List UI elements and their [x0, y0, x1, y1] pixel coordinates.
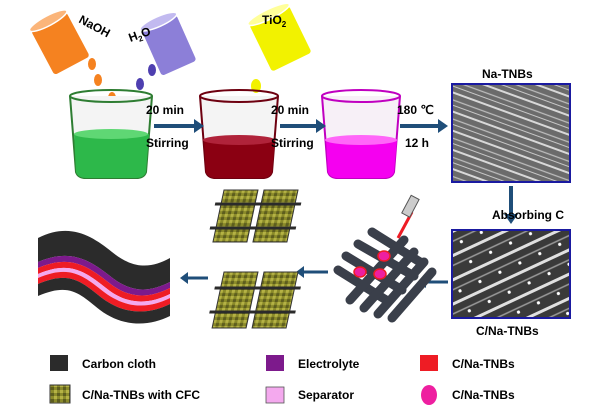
absorb-label: Absorbing C	[492, 208, 564, 222]
tio2-label: TiO2	[262, 13, 287, 29]
arrow-to-cfc	[296, 266, 328, 278]
step2-time: 20 min	[271, 103, 309, 117]
svg-text:Electrolyte: Electrolyte	[298, 357, 360, 371]
step3-temp: 180 ℃	[397, 103, 434, 117]
cfc-stack-bottom	[209, 271, 301, 329]
flexible-device	[38, 230, 170, 324]
svg-text:Separator: Separator	[298, 388, 354, 402]
arrow-to-device	[180, 272, 208, 284]
na-tnbs-sem-image	[451, 83, 571, 183]
c-na-tnbs-title: C/Na-TNBs	[476, 324, 539, 338]
arrow-step-2: 20 min Stirring	[271, 103, 326, 150]
step1-time: 20 min	[146, 103, 184, 117]
cfc-stack-top	[209, 189, 302, 243]
naoh-label: NaOH	[77, 12, 113, 40]
legend-carbon-cloth: Carbon cloth	[50, 355, 156, 371]
beaker-3	[321, 89, 401, 179]
step1-action: Stirring	[146, 136, 189, 150]
arrow-step-3: 180 ℃ 12 h	[397, 103, 448, 150]
legend-c-na-tnbs-pink: C/Na-TNBs	[421, 385, 515, 405]
svg-text:C/Na-TNBs: C/Na-TNBs	[452, 388, 515, 402]
legend-c-na-tnbs-red: C/Na-TNBs	[420, 355, 515, 371]
c-na-tnbs-sem-image	[451, 229, 571, 319]
legend-separator: Separator	[265, 386, 354, 404]
legend-cfc: C/Na-TNBs with CFC	[49, 384, 200, 404]
na-tnbs-title: Na-TNBs	[482, 67, 533, 81]
legend: Carbon cloth Electrolyte C/Na-TNBs C/Na-…	[49, 355, 515, 405]
beaker-1	[69, 89, 153, 179]
carbon-cloth-weave	[333, 227, 437, 323]
svg-text:C/Na-TNBs with CFC: C/Na-TNBs with CFC	[82, 388, 200, 402]
arrow-absorb: Absorbing C	[492, 186, 564, 224]
step2-action: Stirring	[271, 136, 314, 150]
beaker-2	[199, 89, 279, 179]
arrow-step-1: 20 min Stirring	[146, 103, 204, 150]
svg-text:Carbon cloth: Carbon cloth	[82, 357, 156, 371]
step3-duration: 12 h	[405, 136, 429, 150]
svg-text:C/Na-TNBs: C/Na-TNBs	[452, 357, 515, 371]
dropper-icon	[396, 194, 420, 239]
legend-electrolyte: Electrolyte	[266, 355, 360, 371]
naoh-bottle: NaOH	[28, 9, 116, 104]
water-bottle: H2O	[118, 11, 198, 114]
